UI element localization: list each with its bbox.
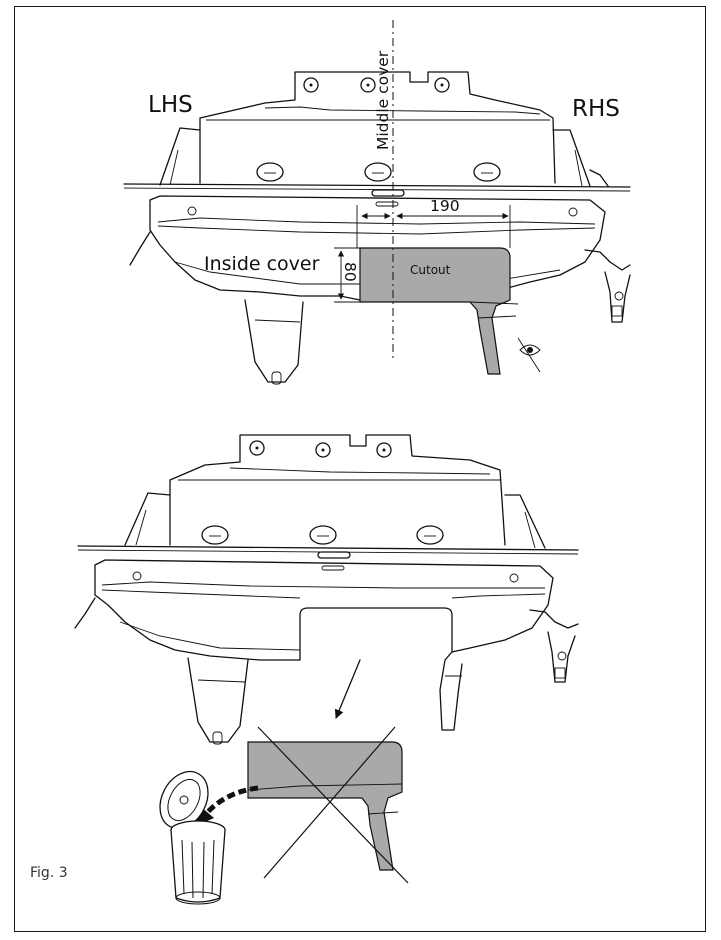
trash-bin-icon [159,770,226,905]
label-lhs: LHS [148,92,193,118]
arrow-down-icon [334,659,361,719]
eye-icon [517,337,541,373]
cross-out-icon [257,726,409,884]
removed-cutout-piece [247,741,403,871]
label-middle-cover: Middle cover [374,50,392,150]
cutout-area [359,247,511,375]
bottom-cover-drawing [74,434,579,905]
figure-caption: Fig. 3 [30,865,68,881]
label-inside-cover: Inside cover [204,253,320,275]
top-cover-drawing [123,20,631,385]
label-rhs: RHS [572,96,620,122]
figure-frame [14,6,706,932]
dimension-width: 190 [430,197,460,215]
label-cutout: Cutout [410,263,451,277]
dimension-height: 80 [341,262,359,282]
